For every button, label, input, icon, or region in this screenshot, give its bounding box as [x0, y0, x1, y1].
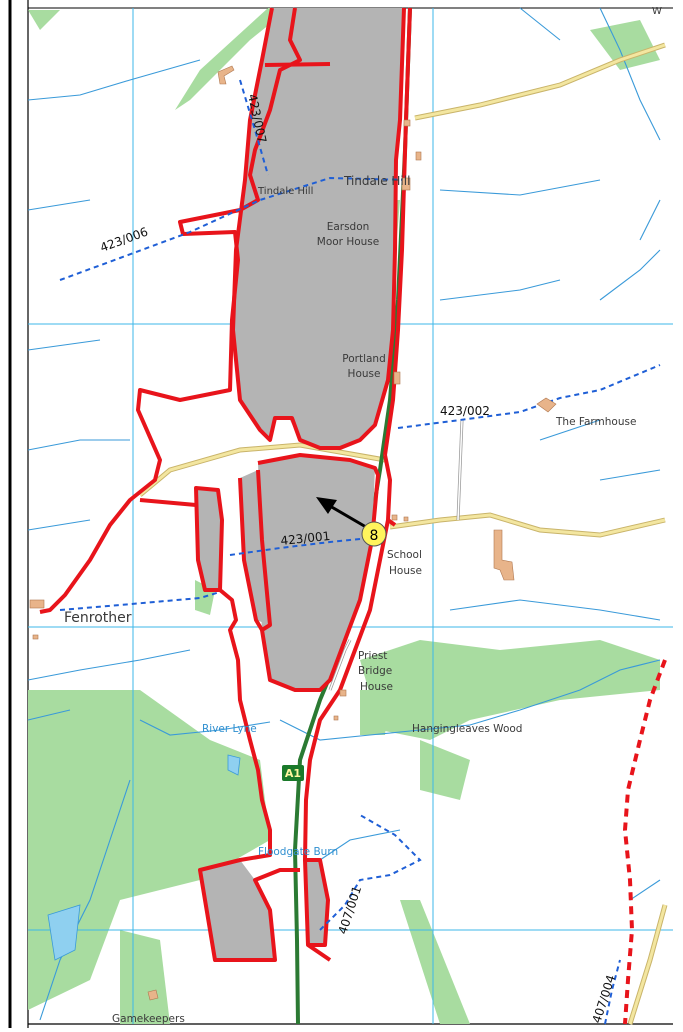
boundary-dashed-east	[622, 659, 667, 1025]
label-priest-line1: Priest	[358, 650, 387, 662]
label-tindale-hill: Tindale Hill	[343, 174, 410, 188]
building	[333, 715, 339, 721]
label-corner-w: W	[652, 6, 662, 17]
label-portland-line1: Portland	[342, 353, 386, 365]
label-floodgate-burn: Floodgate Burn	[258, 846, 338, 858]
building	[536, 397, 557, 413]
building	[403, 516, 409, 522]
label-school-line1: School	[387, 549, 422, 561]
buildings	[29, 65, 557, 1001]
site-boundary	[39, 7, 412, 962]
viewpoint-circle	[361, 521, 387, 547]
label-river-lyne: River Lyne	[202, 723, 257, 735]
woodland-patch	[400, 900, 470, 1024]
place-labels: Tindale Hill Tindale Hill Earsdon Moor H…	[64, 6, 662, 1025]
building	[415, 151, 422, 161]
woodland-patch	[175, 8, 290, 110]
building	[493, 529, 515, 581]
label-priest-line2: Bridge	[358, 665, 392, 677]
label-tindale-hill-small: Tindale Hill	[257, 186, 313, 197]
pond	[227, 754, 241, 776]
label-path-423-001: 423/001	[280, 529, 331, 548]
building	[391, 514, 398, 521]
label-fenrother: Fenrother	[64, 610, 132, 626]
arrow-head-icon	[316, 497, 337, 514]
pond	[47, 904, 81, 961]
building	[29, 599, 45, 609]
viewpoint-arrow	[329, 504, 367, 529]
building	[339, 689, 347, 697]
building	[32, 634, 39, 640]
site-area-north[interactable]	[233, 8, 404, 448]
viewpoint-marker-8[interactable]: 8	[316, 497, 387, 547]
a1-shield-label: A1	[285, 767, 301, 780]
building	[393, 371, 401, 385]
woodland-patch	[590, 20, 660, 70]
building	[401, 177, 411, 191]
a1-shield-background	[282, 765, 304, 781]
minor-roads	[138, 42, 668, 1025]
label-gamekeepers: Gamekeepers	[112, 1013, 185, 1025]
viewpoint-number: 8	[370, 528, 379, 544]
site-area-strip[interactable]	[240, 470, 270, 625]
building	[217, 65, 235, 85]
streams	[27, 7, 661, 1021]
label-school-line2: House	[389, 565, 422, 577]
label-earsdon-line1: Earsdon	[327, 221, 370, 233]
label-path-423-002: 423/002	[440, 404, 490, 418]
label-priest-line3: House	[360, 681, 393, 693]
woodland-patch	[360, 690, 390, 735]
label-the-farmhouse: The Farmhouse	[555, 416, 636, 428]
a1-road-shield: A1	[282, 765, 304, 781]
building	[147, 989, 159, 1001]
woodland-patch	[28, 10, 60, 30]
label-earsdon-line2: Moor House	[317, 236, 379, 248]
label-portland-line2: House	[348, 368, 381, 380]
site-area-west[interactable]	[196, 488, 222, 590]
building	[403, 119, 411, 127]
woodland-hangingleaves	[360, 640, 660, 740]
label-hangingleaves-wood: Hangingleaves Wood	[412, 723, 522, 735]
